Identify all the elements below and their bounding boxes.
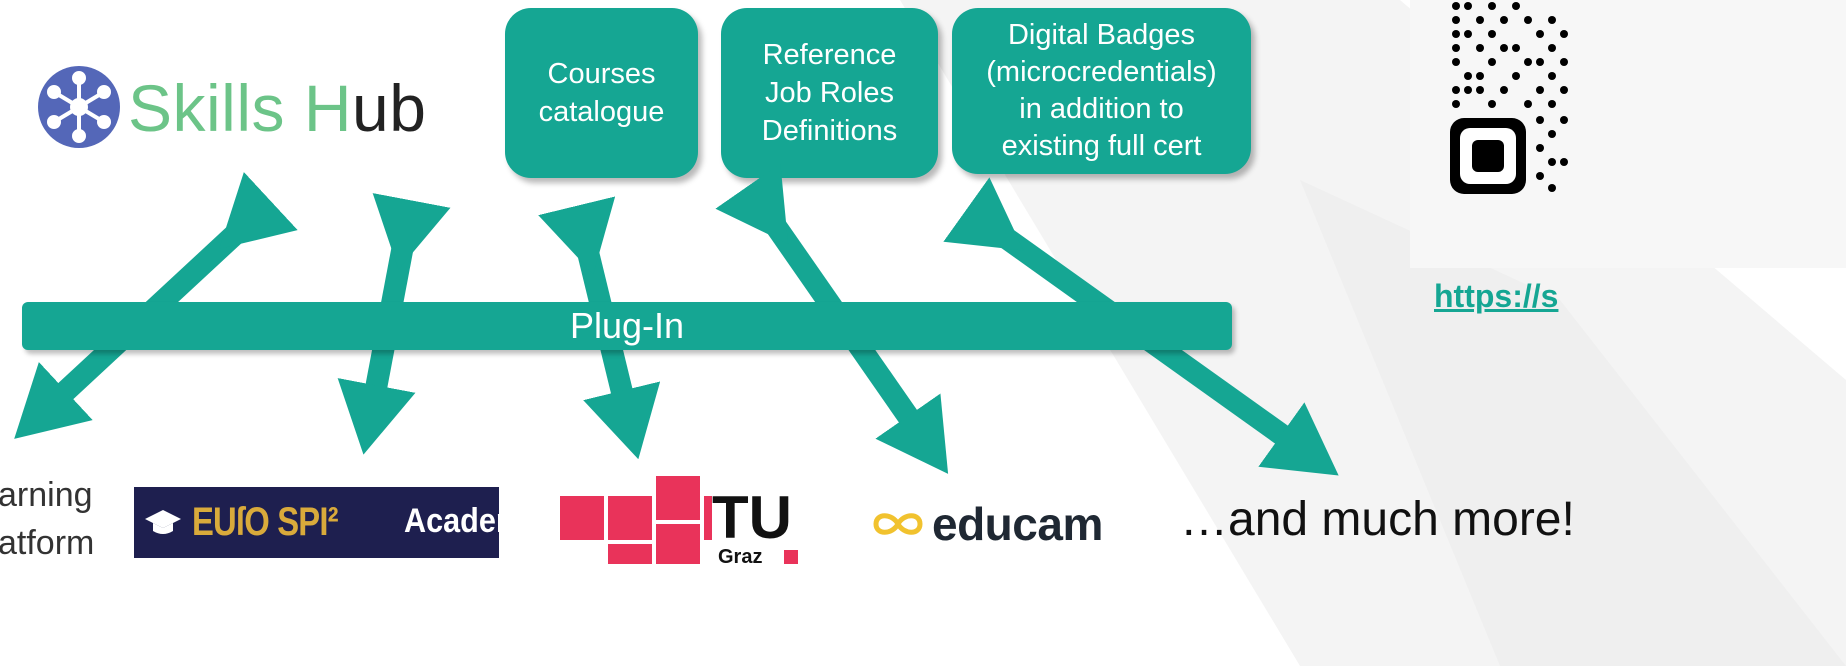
eurospi-academy-text: Academy <box>404 502 541 540</box>
eurospi-academy-logo: EUſO SPI² Academy <box>134 487 540 558</box>
skills-hub-logo: Skills Hub <box>30 58 480 158</box>
url-link[interactable]: https://s <box>1434 278 1559 314</box>
eurospi-brand: EUſO SPI² <box>192 500 339 544</box>
courses-catalogue-box: Courses catalogue <box>505 8 698 178</box>
network-icon <box>38 66 120 148</box>
graduation-cap-icon <box>145 509 181 534</box>
plugin-label: Plug-In <box>569 305 685 346</box>
skills-hub-title-part1: Skills H <box>128 71 353 145</box>
educam-text: educam <box>932 498 1103 550</box>
skills-hub-title: Skills Hub <box>128 58 426 158</box>
reference-job-roles-label: Reference Job Roles Definitions <box>761 39 898 147</box>
learning-platform-line1: arning <box>0 476 93 514</box>
digital-badges-box: Digital Badges (microcredentials) in add… <box>952 8 1251 174</box>
much-more-text: …and much more! <box>1180 493 1575 546</box>
digital-badges-label: Digital Badges (microcredentials) in add… <box>986 19 1217 162</box>
skills-hub-title-part2: ub <box>352 71 427 145</box>
tu-text: TU <box>712 484 792 551</box>
courses-catalogue-label: Courses catalogue <box>538 58 665 128</box>
tu-graz-logo <box>560 476 798 564</box>
reference-job-roles-box: Reference Job Roles Definitions <box>721 8 938 178</box>
graz-text: Graz <box>718 546 763 568</box>
infinity-icon <box>873 513 923 535</box>
plugin-bar: Plug-In <box>22 302 1232 350</box>
qr-code <box>1410 0 1846 268</box>
learning-platform-line2: atform <box>0 524 95 562</box>
educam-logo: educam <box>872 494 1103 554</box>
